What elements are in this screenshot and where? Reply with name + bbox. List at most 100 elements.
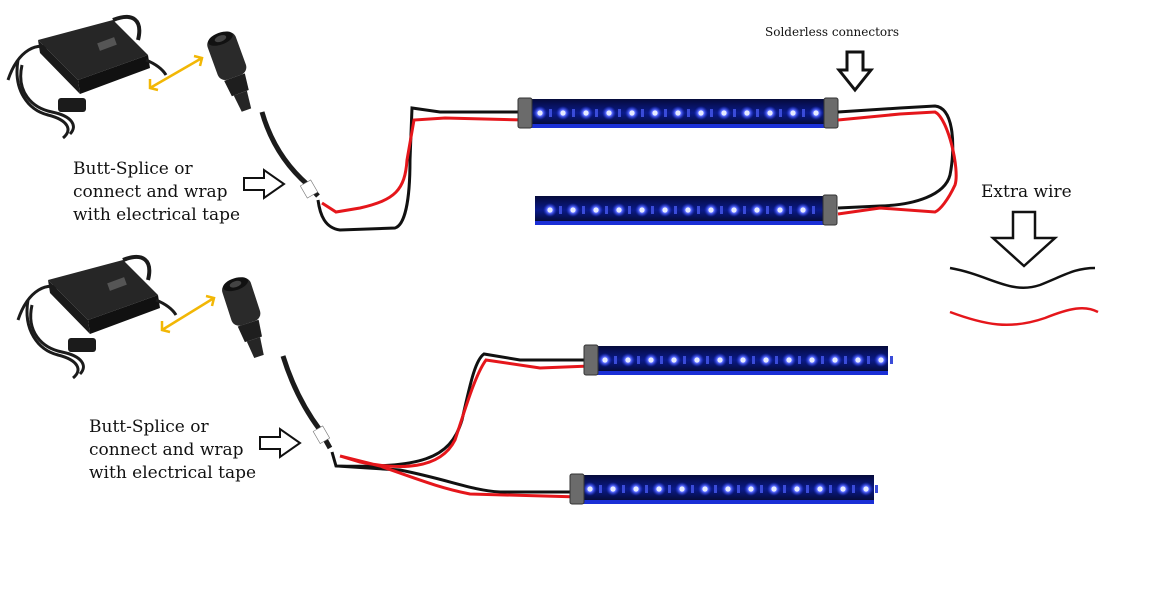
led-dot bbox=[694, 357, 700, 363]
solderless-connector-icon bbox=[569, 473, 585, 505]
led-dot bbox=[708, 207, 714, 213]
led-dot bbox=[754, 207, 760, 213]
resistor-mark bbox=[599, 485, 602, 493]
resistor-mark bbox=[697, 206, 700, 214]
led-dot bbox=[771, 486, 777, 492]
led-dot bbox=[537, 110, 543, 116]
splice-instruction-top: Butt-Splice or connect and wrap with ele… bbox=[73, 158, 240, 227]
resistor-mark bbox=[779, 109, 782, 117]
dc-barrel-jack-bottom bbox=[219, 273, 274, 362]
led-dot bbox=[721, 110, 727, 116]
double-headed-arrow-icon bbox=[160, 294, 216, 334]
red-wire-top bbox=[321, 116, 526, 214]
led-dot bbox=[583, 110, 589, 116]
led-dot bbox=[685, 207, 691, 213]
led-dot bbox=[855, 357, 861, 363]
led-dot bbox=[606, 110, 612, 116]
led-dot bbox=[633, 486, 639, 492]
extra-red-wire bbox=[949, 306, 1099, 327]
solderless-connector-icon bbox=[823, 97, 839, 129]
led-dot bbox=[767, 110, 773, 116]
resistor-mark bbox=[706, 356, 709, 364]
extra-wire-label: Extra wire bbox=[981, 182, 1072, 202]
splice-line-1: Butt-Splice or bbox=[73, 159, 193, 179]
led-dot bbox=[570, 207, 576, 213]
led-dot bbox=[786, 357, 792, 363]
splice-point-bottom bbox=[312, 425, 331, 444]
splice-line-2: connect and wrap bbox=[73, 182, 228, 202]
resistor-mark bbox=[737, 485, 740, 493]
solderless-connectors-label: Solderless connectors bbox=[765, 25, 900, 39]
resistor-mark bbox=[559, 206, 562, 214]
resistor-mark bbox=[867, 356, 870, 364]
red-wire-bottom bbox=[339, 358, 591, 499]
splice-point-top bbox=[299, 179, 319, 199]
resistor-mark bbox=[691, 485, 694, 493]
led-dot bbox=[671, 357, 677, 363]
hollow-right-arrow-icon bbox=[259, 427, 302, 459]
hollow-down-arrow-icon bbox=[989, 210, 1059, 268]
resistor-mark bbox=[806, 485, 809, 493]
solderless-connector-icon bbox=[583, 344, 599, 376]
resistor-mark bbox=[595, 109, 598, 117]
resistor-mark bbox=[614, 356, 617, 364]
resistor-mark bbox=[668, 485, 671, 493]
led-dot bbox=[616, 207, 622, 213]
resistor-mark bbox=[664, 109, 667, 117]
resistor-mark bbox=[710, 109, 713, 117]
power-adapter-top bbox=[6, 14, 168, 140]
resistor-mark bbox=[766, 206, 769, 214]
resistor-mark bbox=[829, 485, 832, 493]
dc-barrel-jack-top bbox=[204, 27, 261, 116]
resistor-mark bbox=[789, 206, 792, 214]
led-dot bbox=[731, 207, 737, 213]
led-dot bbox=[809, 357, 815, 363]
led-dot bbox=[817, 486, 823, 492]
led-dot bbox=[840, 486, 846, 492]
led-dot bbox=[560, 110, 566, 116]
resistor-mark bbox=[821, 356, 824, 364]
resistor-mark bbox=[714, 485, 717, 493]
double-headed-arrow-icon bbox=[148, 54, 204, 92]
splice-line-3: with electrical tape bbox=[89, 463, 257, 483]
resistor-mark bbox=[605, 206, 608, 214]
led-dot bbox=[587, 486, 593, 492]
splice-line-3: with electrical tape bbox=[73, 205, 241, 225]
resistor-mark bbox=[651, 206, 654, 214]
splice-line-1: Butt-Splice or bbox=[89, 417, 209, 437]
led-dot bbox=[679, 486, 685, 492]
black-jumper-wire bbox=[837, 104, 955, 210]
led-dot bbox=[662, 207, 668, 213]
resistor-mark bbox=[641, 109, 644, 117]
led-dot bbox=[717, 357, 723, 363]
led-dot bbox=[748, 486, 754, 492]
resistor-mark bbox=[660, 356, 663, 364]
led-strip-3 bbox=[583, 344, 893, 376]
led-dot bbox=[675, 110, 681, 116]
resistor-mark bbox=[783, 485, 786, 493]
resistor-mark bbox=[852, 485, 855, 493]
led-dot bbox=[702, 486, 708, 492]
led-dot bbox=[652, 110, 658, 116]
red-jumper-wire bbox=[837, 110, 958, 216]
resistor-mark bbox=[756, 109, 759, 117]
splice-line-2: connect and wrap bbox=[89, 440, 244, 460]
led-dot bbox=[832, 357, 838, 363]
resistor-mark bbox=[549, 109, 552, 117]
resistor-mark bbox=[622, 485, 625, 493]
resistor-mark bbox=[637, 356, 640, 364]
led-dot bbox=[698, 110, 704, 116]
led-dot bbox=[813, 110, 819, 116]
led-dot bbox=[763, 357, 769, 363]
resistor-mark bbox=[729, 356, 732, 364]
resistor-mark bbox=[812, 206, 815, 214]
led-dot bbox=[610, 486, 616, 492]
resistor-mark bbox=[687, 109, 690, 117]
resistor-mark bbox=[752, 356, 755, 364]
resistor-mark bbox=[582, 206, 585, 214]
resistor-mark bbox=[890, 356, 893, 364]
resistor-mark bbox=[760, 485, 763, 493]
black-wire-top bbox=[316, 106, 525, 232]
resistor-mark bbox=[743, 206, 746, 214]
resistor-mark bbox=[628, 206, 631, 214]
